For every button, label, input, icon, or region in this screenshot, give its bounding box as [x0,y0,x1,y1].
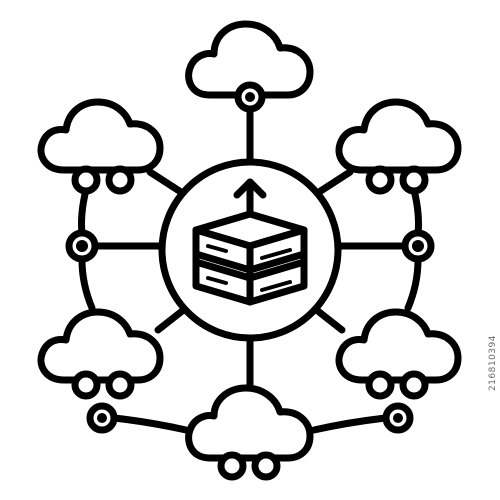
cloud-icon [185,20,314,99]
cloud-icon [335,308,462,384]
connector-node-icon [399,165,429,195]
ring-right-lower [404,256,422,312]
connector-node-icon [71,370,101,400]
connector-node-icon [399,370,429,400]
connector-node-icon [251,451,281,481]
clouds [37,20,462,462]
ring-left-upper [78,186,90,238]
connector-node-cores [76,92,424,423]
cloud-icon [37,98,164,174]
spoke-top-left [146,168,188,198]
spoke-bottom-left [154,304,190,334]
ring-right-upper [410,186,422,238]
stock-id-caption: 216810394 [488,335,498,392]
connector-node-icon [365,165,395,195]
upload-arrow-icon [233,178,267,219]
connector-node-icon [105,165,135,195]
connector-node-icon [71,165,101,195]
cloud-icon [335,98,462,174]
connector-node-icon [217,451,247,481]
ring-bottom-left [110,414,190,434]
ring-bottom-right [310,414,390,434]
cloud-icon [185,384,314,462]
cloud-icon [37,308,164,384]
spoke-bottom-right [310,304,346,334]
server-stack-icon [192,210,308,306]
connector-node-icon [365,370,395,400]
ring-left-lower [78,256,96,312]
spoke-top-right [312,168,354,198]
connector-node-icon [105,370,135,400]
